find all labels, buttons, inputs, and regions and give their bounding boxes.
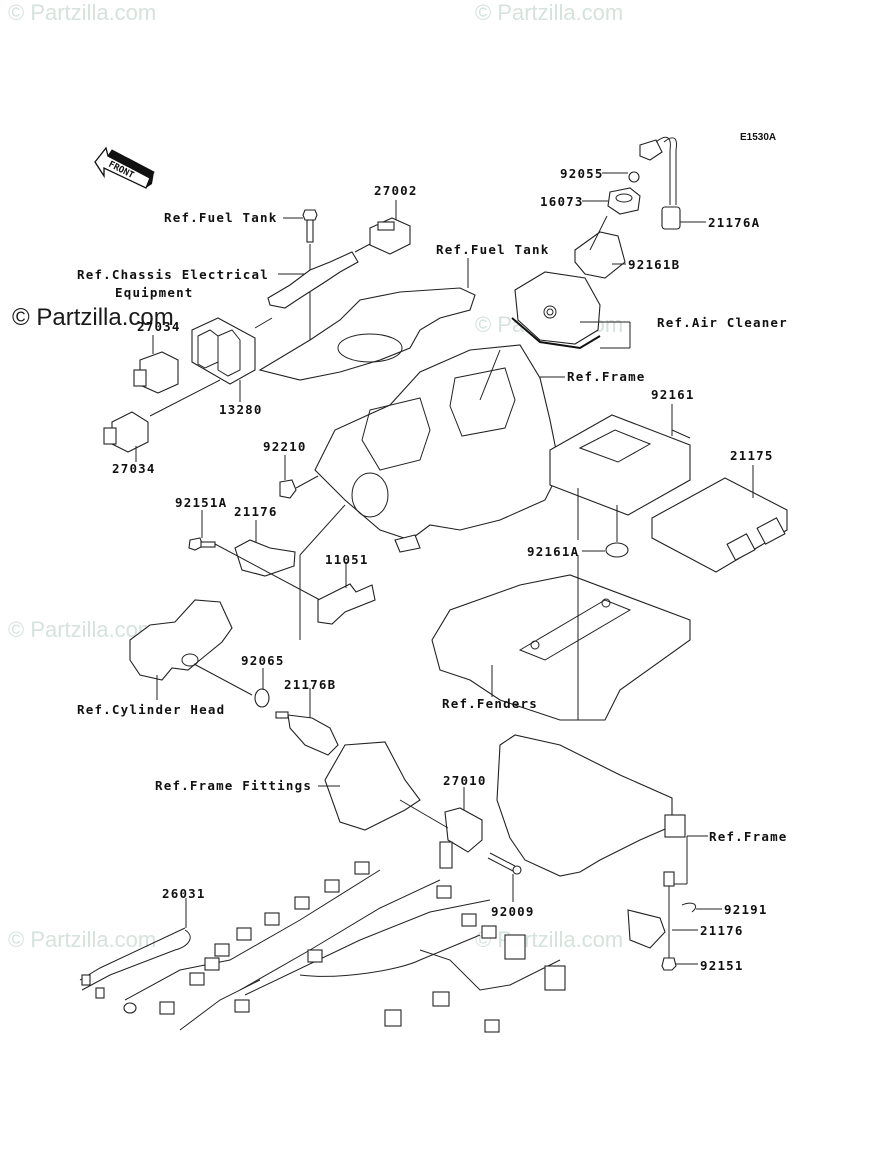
- ref-label-frame-lower: Ref.Frame: [709, 829, 788, 844]
- ref-label-fenders: Ref.Fenders: [442, 696, 538, 711]
- watermark: © Partzilla.com: [8, 927, 156, 952]
- part-label[interactable]: 26031: [162, 886, 206, 901]
- sensor-21176-right: [627, 871, 722, 971]
- part-label[interactable]: 92151A: [175, 495, 227, 510]
- watermark: © Partzilla.com: [8, 0, 156, 25]
- nut-92210: [279, 479, 297, 499]
- grommet-92161A: [605, 542, 629, 558]
- screw-92009: [487, 852, 522, 902]
- frame-ref: [314, 344, 561, 541]
- ecu-tray-92161: [549, 404, 691, 516]
- ref-label-chassis-electrical: Ref.Chassis Electrical: [77, 267, 269, 282]
- watermark-dark: © Partzilla.com: [12, 304, 174, 331]
- ref-label-cylinder-head: Ref.Cylinder Head: [77, 702, 225, 717]
- part-label[interactable]: 16073: [540, 194, 584, 209]
- ref-label-air-cleaner: Ref.Air Cleaner: [657, 315, 788, 330]
- part-label[interactable]: 27002: [374, 183, 418, 198]
- part-label[interactable]: 92009: [491, 904, 535, 919]
- bolt-92151A: [188, 510, 216, 551]
- relay-27002: [354, 200, 411, 255]
- watermark: © Partzilla.com: [475, 927, 623, 952]
- part-label[interactable]: 92161: [651, 387, 695, 402]
- holder-13280: [191, 317, 273, 402]
- ecu-21175: [651, 465, 788, 573]
- part-label[interactable]: 21175: [730, 448, 774, 463]
- part-label[interactable]: 92191: [724, 902, 768, 917]
- bracket-11051: [317, 583, 376, 625]
- washer-92065: [254, 688, 270, 708]
- part-label[interactable]: 27034: [137, 319, 181, 334]
- bracket-92161B: [574, 231, 626, 279]
- bolt-icon: [302, 209, 318, 345]
- relay-27034-lower: [103, 379, 221, 462]
- part-label[interactable]: 92161B: [628, 257, 680, 272]
- nut-16073: [607, 187, 641, 215]
- part-label[interactable]: 11051: [325, 552, 369, 567]
- sensor-27010: [399, 787, 483, 869]
- part-label[interactable]: 92210: [263, 439, 307, 454]
- air-cleaner-ref: [514, 271, 601, 345]
- ref-label-fuel-tank: Ref.Fuel Tank: [436, 242, 549, 257]
- ref-label-frame-fittings: Ref.Frame Fittings: [155, 778, 312, 793]
- oring-92055: [628, 171, 640, 183]
- chassis-bracket: [267, 251, 359, 309]
- part-label[interactable]: 21176: [234, 504, 278, 519]
- sensor-21176B: [275, 688, 339, 756]
- part-label[interactable]: 13280: [219, 402, 263, 417]
- ref-label-chassis-electrical-2: Equipment: [115, 285, 194, 300]
- part-label[interactable]: 92151: [700, 958, 744, 973]
- sensor-21176A: [639, 136, 706, 230]
- part-label[interactable]: 27010: [443, 773, 487, 788]
- cylinder-head-ref: [129, 599, 233, 681]
- part-label[interactable]: 21176A: [708, 215, 760, 230]
- reference-labels: Ref.Fuel Tank Ref.Chassis Electrical Equ…: [77, 210, 788, 844]
- diagram-code: E1530A: [740, 132, 776, 143]
- ref-label-frame-upper: Ref.Frame: [567, 369, 646, 384]
- part-label[interactable]: 21176: [700, 923, 744, 938]
- frame-fittings-ref: [324, 741, 421, 831]
- part-label[interactable]: 92161A: [527, 544, 579, 559]
- watermark: © Partzilla.com: [8, 617, 156, 642]
- wiring-harness-26031: [79, 861, 566, 1033]
- part-label[interactable]: 21176B: [284, 677, 336, 692]
- front-arrow-icon: FRONT: [94, 146, 155, 189]
- part-label[interactable]: 92065: [241, 653, 285, 668]
- sensor-21176-left: [214, 520, 321, 601]
- part-label[interactable]: 27034: [112, 461, 156, 476]
- fenders-ref: [431, 574, 691, 721]
- ref-label-fuel-tank-bolt: Ref.Fuel Tank: [164, 210, 277, 225]
- part-label[interactable]: 92055: [560, 166, 604, 181]
- part-labels: 27002 27034 27034 13280 92055 16073 2117…: [112, 166, 774, 973]
- watermark: © Partzilla.com: [475, 0, 623, 25]
- relay-27034-upper: [133, 335, 179, 394]
- frame-lower-ref: [496, 734, 673, 877]
